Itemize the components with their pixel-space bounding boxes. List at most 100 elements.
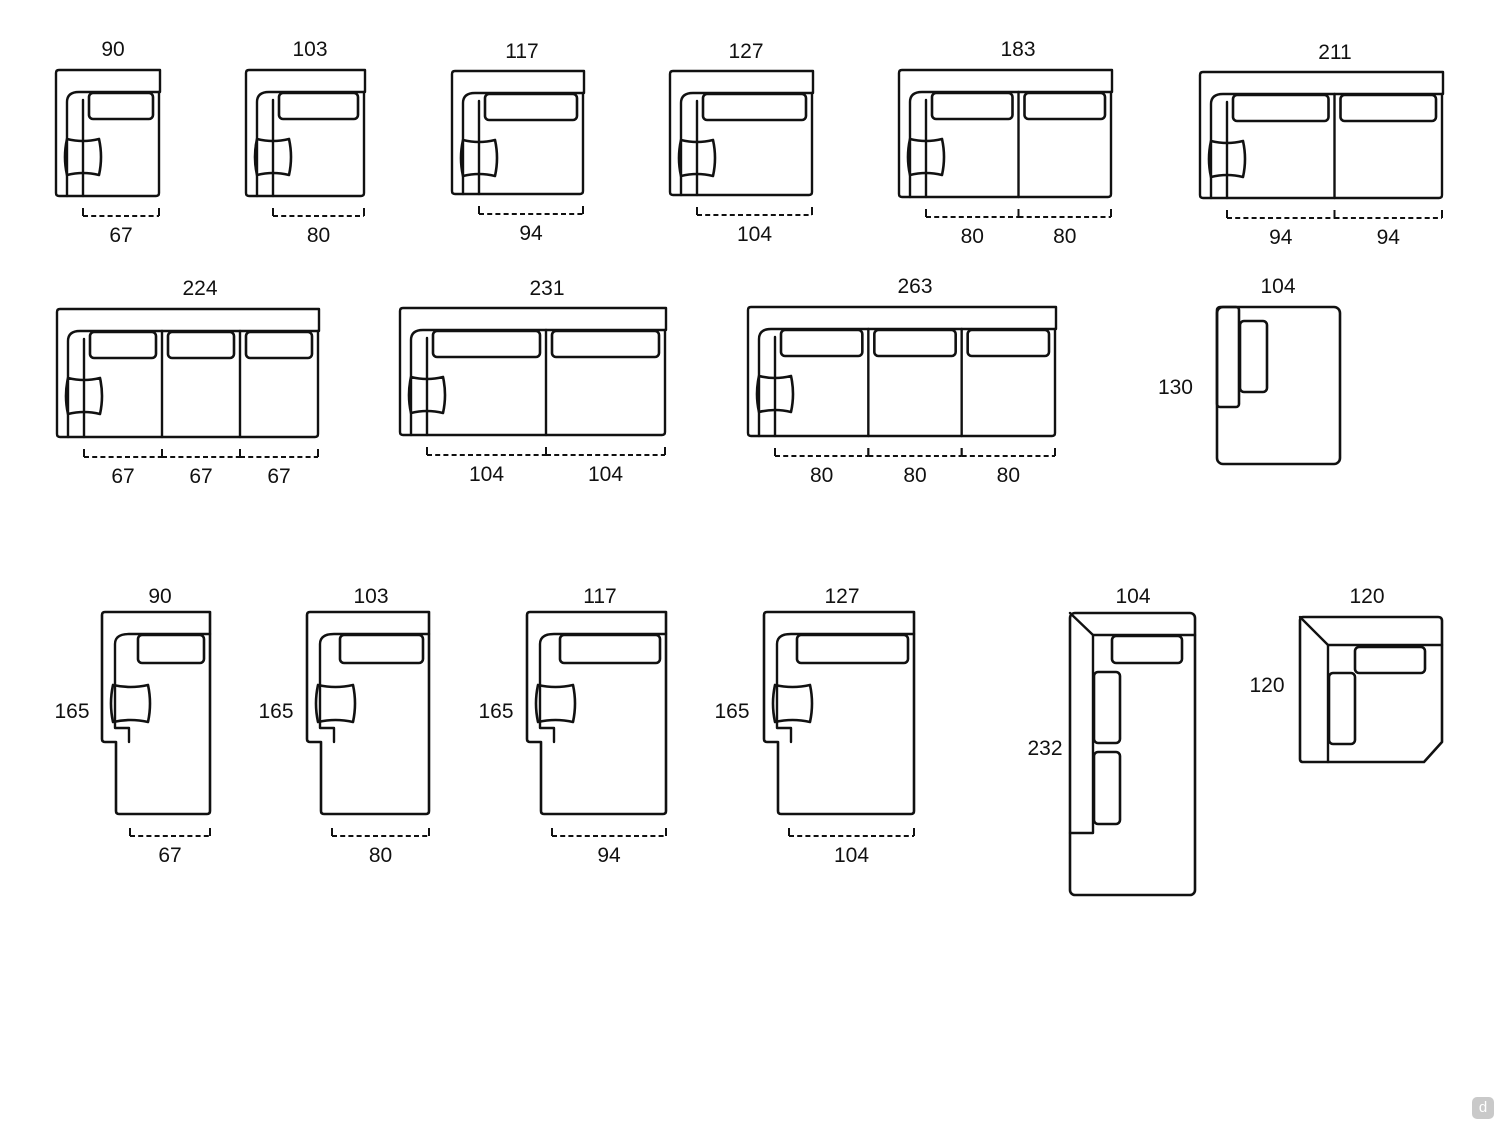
- module-width-label: 90: [148, 585, 171, 608]
- module-width-label: 103: [353, 585, 388, 608]
- cushion-shape: [253, 137, 293, 177]
- module-width-label: 263: [897, 275, 932, 298]
- module-depth-label: 130: [1158, 376, 1193, 399]
- module-width-label: 117: [505, 40, 538, 63]
- chaise-outline: [525, 610, 668, 816]
- back-cushion: [1339, 93, 1438, 123]
- module-row1-127: 104 127: [668, 40, 815, 246]
- module-width-label: 224: [182, 277, 217, 300]
- module-width-label: 211: [1318, 41, 1351, 64]
- seat-width-label: 94: [1269, 226, 1293, 249]
- seat-outline: [409, 328, 667, 437]
- back-cushion: [277, 91, 360, 121]
- back-cushion: [795, 633, 910, 665]
- cushion-shape: [755, 374, 795, 414]
- module-row3-90: 67 90 165: [54, 585, 212, 867]
- chaise-outline: [305, 610, 431, 816]
- module-width-label: 104: [1260, 275, 1295, 298]
- sofa-back-and-arm: [668, 69, 815, 197]
- back-cushion: [1110, 634, 1184, 665]
- module-row2-104x130: 104 130: [1158, 275, 1342, 466]
- seat-width-label: 80: [997, 464, 1020, 487]
- back-cushion: [1353, 645, 1427, 675]
- seat-width-label: 104: [469, 463, 504, 486]
- long-chaise-back: [1068, 611, 1197, 637]
- seat-outline: [757, 327, 1057, 438]
- seat-width-label: 94: [519, 222, 543, 245]
- sofa-back-and-arm: [897, 68, 1114, 199]
- back-cushion: [550, 329, 661, 359]
- module-width-label: 127: [728, 40, 763, 63]
- back-cushion: [558, 633, 662, 665]
- module-depth-label: 232: [1027, 737, 1062, 760]
- back-cushion: [966, 328, 1051, 358]
- sofa-back-and-arm: [1198, 70, 1445, 200]
- sofa-back-and-arm: [244, 68, 367, 198]
- cushion-shape: [314, 683, 357, 724]
- pouf-armrest: [1215, 305, 1241, 409]
- module-depth-label: 165: [258, 700, 293, 723]
- seat-outline: [255, 90, 366, 198]
- seat-width-label: 67: [158, 844, 181, 867]
- module-row2-263: 80 80 80 263: [746, 275, 1058, 487]
- back-cushion: [87, 91, 155, 121]
- back-cushion: [136, 633, 206, 665]
- module-width-label: 104: [1115, 585, 1150, 608]
- module-depth-label: 165: [714, 700, 749, 723]
- pouf-outline: [1215, 305, 1342, 466]
- sofa-back-and-arm: [746, 305, 1058, 438]
- seat-width-label: 67: [267, 465, 290, 488]
- module-width-label: 183: [1000, 38, 1035, 61]
- back-cushion: [930, 91, 1014, 121]
- seat-width-label: 80: [307, 224, 330, 247]
- seat-width-label: 80: [369, 844, 392, 867]
- sofa-back-and-arm: [55, 307, 321, 439]
- module-width-label: 127: [824, 585, 859, 608]
- module-depth-label: 165: [54, 700, 89, 723]
- seat-width-label: 67: [109, 224, 132, 247]
- seat-width-label: 80: [810, 464, 833, 487]
- back-cushion: [244, 330, 314, 360]
- watermark-logo: d: [1472, 1097, 1494, 1119]
- back-cushion: [431, 329, 542, 359]
- module-row3-127: 104 127 165: [714, 585, 916, 867]
- seat-width-label: 80: [903, 464, 926, 487]
- cushion-shape: [677, 138, 717, 178]
- cushion-shape: [771, 683, 814, 724]
- long-chaise-outline: [1068, 611, 1197, 897]
- long-chaise-arm: [1068, 633, 1095, 835]
- module-row1-117: 94 117: [450, 40, 586, 245]
- module-row1-103: 80 103: [244, 38, 367, 247]
- module-depth-label: 165: [478, 700, 513, 723]
- back-cushion: [873, 328, 957, 358]
- back-cushion: [1023, 91, 1107, 121]
- seat-width-label: 104: [834, 844, 869, 867]
- cushion-shape: [63, 137, 103, 177]
- seat-width-label: 80: [1053, 225, 1076, 248]
- sofa-back-and-arm: [398, 306, 668, 437]
- sofa-back-and-arm: [54, 68, 162, 198]
- module-row3-103: 80 103 165: [258, 585, 431, 867]
- module-width-label: 120: [1349, 585, 1384, 608]
- seat-width-label: 104: [737, 223, 772, 246]
- pouf-cushion: [1238, 319, 1269, 394]
- seat-outline: [908, 90, 1113, 199]
- cushion-shape: [534, 683, 577, 724]
- seat-width-label: 67: [189, 465, 212, 488]
- seat-width-label: 94: [1377, 226, 1401, 249]
- cushion-shape: [407, 375, 447, 415]
- module-width-label: 103: [292, 38, 327, 61]
- module-width-label: 117: [583, 585, 616, 608]
- module-row1-211: 94 94 211: [1198, 41, 1445, 249]
- cushion-shape: [459, 138, 499, 178]
- cushion-shape: [1207, 139, 1247, 179]
- seat-width-label: 104: [588, 463, 623, 486]
- chaise-arm-inner: [113, 632, 212, 744]
- seat-outline: [1209, 92, 1444, 200]
- seat-outline: [65, 90, 161, 198]
